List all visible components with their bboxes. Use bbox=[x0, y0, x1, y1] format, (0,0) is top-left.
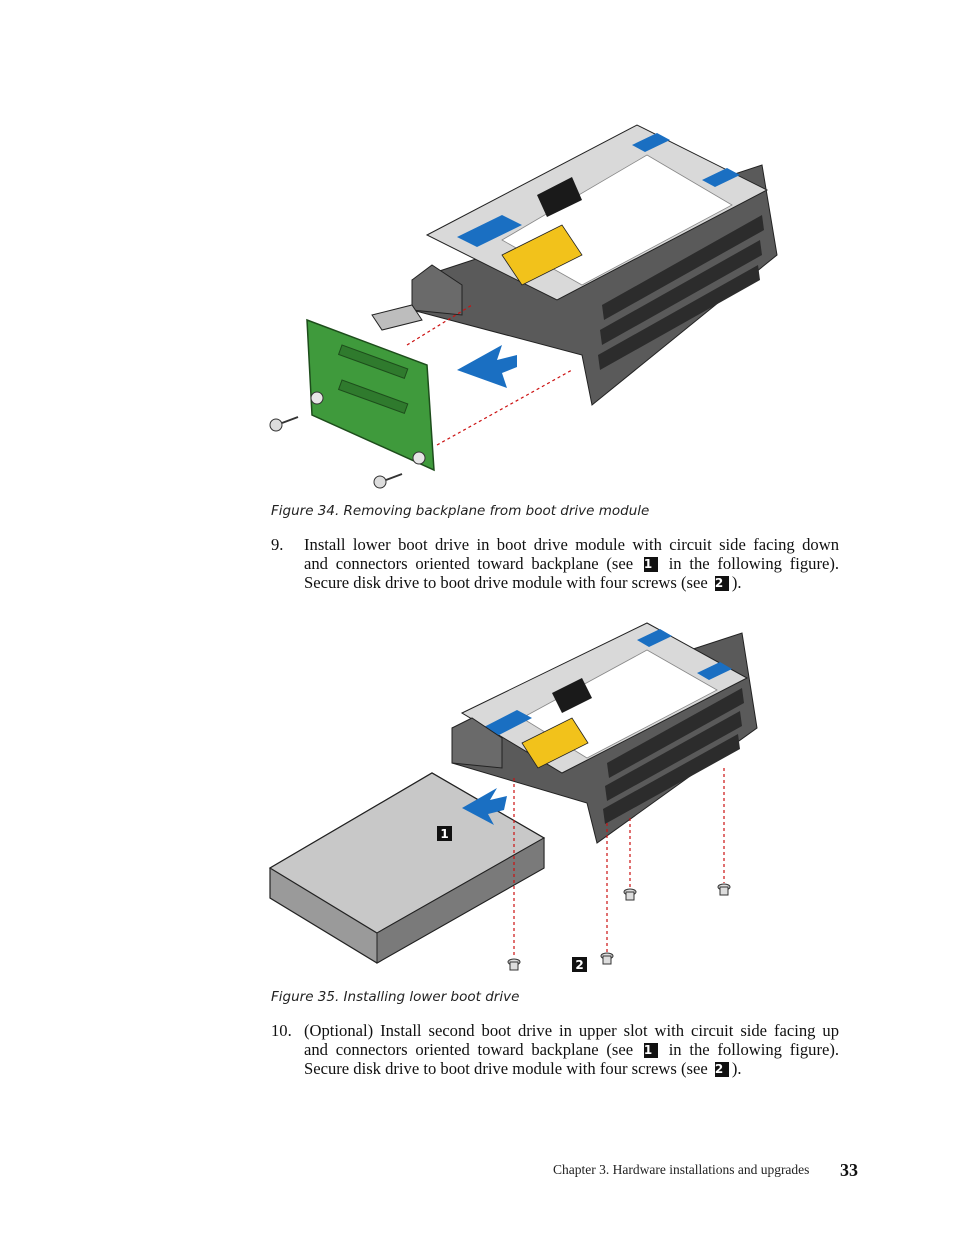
alignment-guides bbox=[406, 304, 573, 446]
step-9: 9. Install lower boot drive in boot driv… bbox=[271, 535, 840, 592]
insert-arrow bbox=[462, 788, 507, 825]
screw-icon bbox=[269, 416, 299, 432]
figure-34-caption: Figure 34. Removing backplane from boot … bbox=[271, 503, 650, 519]
figure-callout-1: 1 bbox=[437, 826, 452, 841]
boot-drive-module-cage bbox=[371, 124, 778, 406]
step-number: 9. bbox=[271, 535, 284, 554]
removal-arrow bbox=[457, 345, 517, 388]
svg-text:1: 1 bbox=[440, 827, 448, 841]
step-text-line: Secure disk drive to boot drive module w… bbox=[304, 572, 742, 592]
page-number: 33 bbox=[840, 1160, 858, 1180]
boot-drive-module-cage bbox=[451, 622, 758, 844]
alignment-guides bbox=[513, 768, 725, 958]
figure-35-illustration: 1 2 bbox=[268, 622, 758, 972]
callout-1: 1 bbox=[643, 556, 658, 572]
figure-34-illustration bbox=[269, 124, 778, 489]
callout-2: 2 bbox=[714, 1061, 729, 1077]
svg-text:2: 2 bbox=[575, 958, 583, 972]
step-10: 10. (Optional) Install second boot drive… bbox=[271, 1021, 840, 1078]
step-number: 10. bbox=[271, 1021, 292, 1040]
step-text-line: Secure disk drive to boot drive module w… bbox=[304, 1058, 742, 1078]
figure-35-caption: Figure 35. Installing lower boot drive bbox=[271, 989, 520, 1005]
figure-callout-2: 2 bbox=[572, 957, 587, 972]
backplane-board bbox=[306, 318, 435, 472]
screw-icon bbox=[507, 883, 731, 971]
chapter-footer: Chapter 3. Hardware installations and up… bbox=[553, 1162, 810, 1177]
callout-1: 1 bbox=[643, 1042, 658, 1058]
step-text-line: and connectors oriented toward backplane… bbox=[304, 553, 840, 573]
step-text-line: and connectors oriented toward backplane… bbox=[304, 1039, 840, 1059]
callout-2: 2 bbox=[714, 575, 729, 591]
step-text-line: Install lower boot drive in boot drive m… bbox=[304, 535, 839, 554]
screw-icon bbox=[373, 473, 403, 489]
step-text-line: (Optional) Install second boot drive in … bbox=[304, 1021, 839, 1040]
